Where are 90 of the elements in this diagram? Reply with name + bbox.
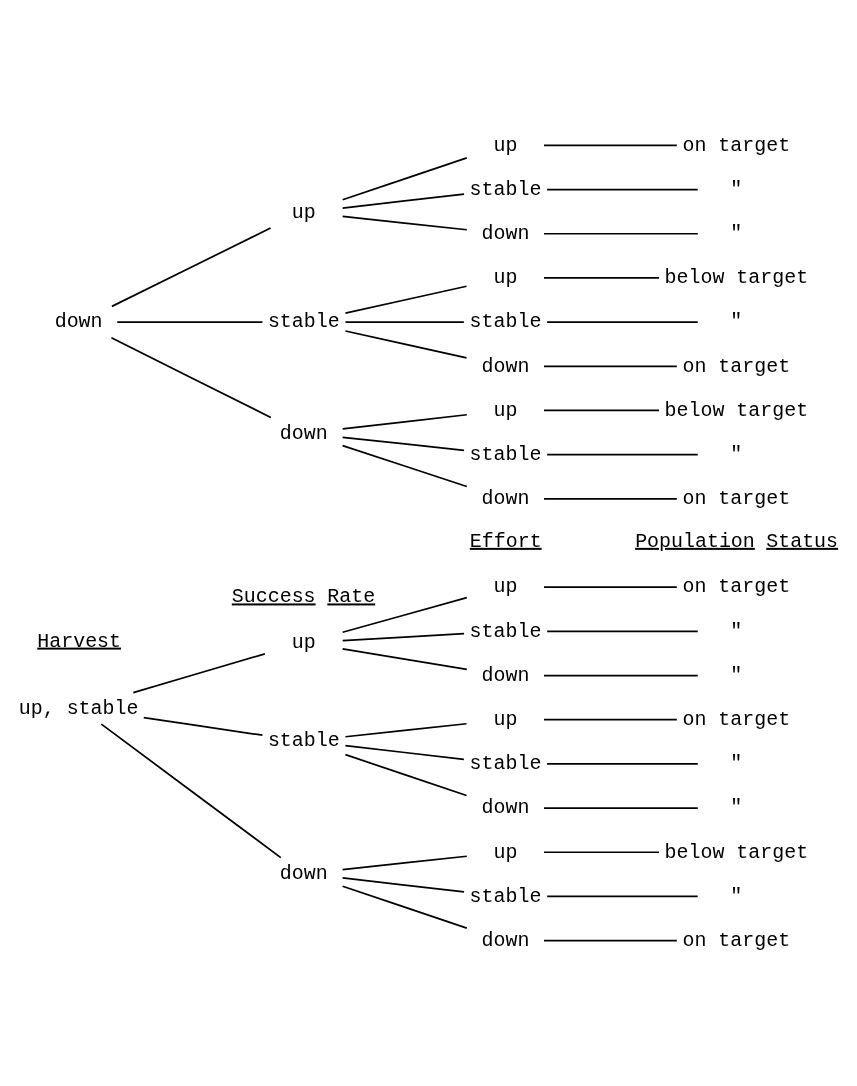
- node-text: down: [279, 861, 328, 885]
- connector: [543, 232, 699, 235]
- connector: [546, 895, 699, 898]
- connector: [543, 365, 678, 368]
- label: Success Rate: [231, 585, 376, 609]
- label: Harvest: [37, 629, 122, 653]
- node-text: up: [493, 266, 518, 290]
- node-text: stable: [469, 619, 542, 643]
- connector: [546, 188, 699, 191]
- node-text: up: [493, 133, 518, 157]
- node-text: stable: [469, 310, 542, 334]
- node-text: down: [54, 310, 103, 334]
- node-text: ": [730, 884, 743, 908]
- node-text: on target: [682, 707, 791, 731]
- connector: [543, 409, 660, 412]
- node-text: below target: [664, 398, 809, 422]
- node-text: ": [730, 222, 743, 246]
- node-text: stable: [267, 729, 340, 753]
- node-text: down: [481, 928, 530, 952]
- connector: [546, 763, 699, 765]
- connector: [341, 596, 468, 634]
- connector: [543, 939, 678, 942]
- label: Effort: [469, 529, 542, 553]
- node-text: ": [730, 663, 743, 687]
- connector: [543, 497, 678, 500]
- node-text: ": [730, 619, 743, 643]
- node-text: stable: [267, 310, 340, 334]
- connector: [132, 652, 266, 694]
- node-text: below target: [664, 266, 809, 290]
- connector: [344, 330, 468, 359]
- connector: [543, 277, 660, 279]
- node-text: down: [279, 421, 328, 445]
- connector: [341, 877, 465, 893]
- node-text: stable: [469, 884, 542, 908]
- connector: [344, 744, 465, 761]
- connector: [344, 321, 465, 323]
- connector: [543, 674, 699, 677]
- connector: [341, 193, 465, 209]
- node-text: up: [493, 575, 518, 599]
- node-text: down: [481, 663, 530, 687]
- connector: [543, 144, 678, 147]
- connector: [341, 157, 468, 201]
- label: Population Status: [635, 529, 839, 553]
- connector: [111, 227, 272, 308]
- connector: [341, 885, 468, 929]
- node-text: stable: [469, 752, 542, 776]
- node-text: ": [730, 752, 743, 776]
- node-text: ": [730, 796, 743, 820]
- connector: [546, 630, 699, 633]
- node-text: down: [481, 222, 530, 246]
- connector: [116, 321, 264, 323]
- connector: [100, 723, 282, 859]
- connector: [341, 648, 468, 671]
- connector: [341, 436, 465, 452]
- connector: [546, 321, 699, 323]
- connector: [341, 215, 468, 231]
- node-text: ": [730, 177, 743, 201]
- connector: [341, 855, 468, 871]
- node-text: below target: [664, 840, 809, 864]
- node-text: up: [291, 631, 316, 655]
- connector: [110, 336, 272, 419]
- connector: [142, 716, 264, 737]
- node-text: on target: [682, 575, 791, 599]
- node-text: down: [481, 354, 530, 378]
- connector: [341, 413, 468, 430]
- node-text: stable: [469, 177, 542, 201]
- connector: [543, 851, 660, 854]
- node-text: up: [493, 707, 518, 731]
- node-text: up: [493, 398, 518, 422]
- connector: [543, 718, 678, 721]
- connector: [341, 632, 465, 642]
- node-text: down: [481, 796, 530, 820]
- connector: [543, 586, 678, 589]
- node-text: ": [730, 442, 743, 466]
- connector: [344, 285, 468, 314]
- connector: [543, 807, 699, 809]
- node-text: down: [481, 487, 530, 511]
- node-text: on target: [682, 354, 791, 378]
- node-text: ": [730, 310, 743, 334]
- connector: [341, 444, 468, 488]
- node-text: on target: [682, 133, 791, 157]
- node-text: up: [493, 840, 518, 864]
- connector: [344, 722, 468, 738]
- node-text: up, stable: [18, 696, 139, 720]
- node-text: stable: [469, 442, 542, 466]
- node-text: up: [291, 200, 316, 224]
- node-text: on target: [682, 487, 791, 511]
- node-text: on target: [682, 928, 791, 952]
- connector: [344, 753, 468, 797]
- connector: [546, 453, 699, 456]
